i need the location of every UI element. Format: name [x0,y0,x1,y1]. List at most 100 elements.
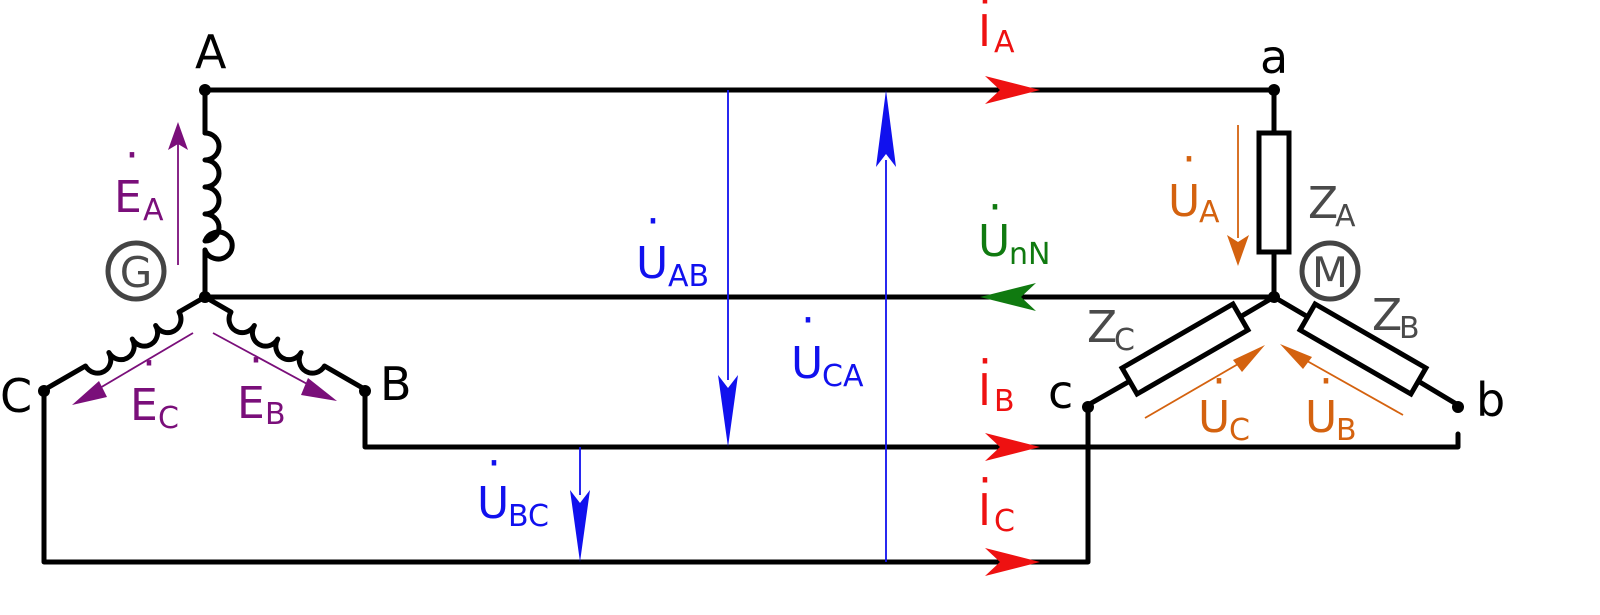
emf-label-a: · E A [114,130,164,228]
ubc-main: U [477,478,509,529]
load-b-lead-out [1415,378,1461,408]
generator-symbol-label: G [120,248,153,297]
junction-dot [199,291,211,303]
coil-b [202,294,368,392]
junction-dot [1082,401,1094,413]
zb-sub: B [1399,311,1420,346]
junction-dot [199,84,211,96]
uab-main: U [636,238,668,289]
emf-label-c: · E C [130,338,179,436]
impedance-label-c: Z C [1087,302,1135,358]
current-a-main: I [978,6,991,57]
node-label-c-lower: c [1048,365,1073,419]
line-voltage-label-bc: · U BC [477,438,549,534]
dot-accent: · [249,335,263,386]
uc-arrow-line [1144,359,1246,419]
load-b-lead-in [1271,294,1311,320]
phase-voltage-label-b: · U B [1305,356,1357,448]
current-a-arrow [985,76,1040,104]
za-main: Z [1308,178,1338,229]
node-label-b-upper: B [380,357,412,411]
uca-sub: CA [822,359,864,394]
junction-dot [1268,291,1280,303]
ubc-arrow-head [570,490,590,562]
impedance-a-box [1256,130,1292,255]
uc-sub: C [1229,413,1250,448]
junction-dots [38,84,1464,413]
zc-main: Z [1087,302,1117,353]
dot-accent: · [978,0,992,27]
dot-accent: · [487,438,501,489]
zb-main: Z [1372,290,1402,341]
current-arrows [985,76,1040,576]
impedance-label-a: Z A [1308,178,1356,234]
eb-arrow-head [301,378,337,401]
phase-voltage-arrows [1144,125,1404,419]
uca-arrow-head [876,90,896,167]
junction-dot [359,385,371,397]
node-label-c-upper: C [0,369,32,423]
emf-b-main: E [237,378,265,429]
emf-b-sub: B [265,397,286,432]
za-sub: A [1335,199,1356,234]
node-label-b-lower: b [1476,373,1505,427]
ec-arrow-head [72,381,107,405]
current-a-sub: A [994,25,1015,60]
ub-sub: B [1336,413,1357,448]
line-voltage-label-ab: · U AB [636,196,709,294]
impedance-c-box [1118,300,1252,398]
dot-accent: · [1212,356,1226,407]
ua-sub: A [1199,195,1220,230]
unn-sub: nN [1009,237,1050,272]
dot-accent: · [1319,356,1333,407]
junction-dot [1268,84,1280,96]
emf-arrows [72,122,337,405]
dot-accent: · [1182,134,1196,185]
line-c-wire [41,388,1091,565]
dot-accent: · [801,295,815,346]
line-voltage-arrows [570,90,896,562]
current-b-main: I [978,365,991,416]
junction-dot [38,385,50,397]
eb-arrow-line [212,332,323,393]
load-c-lead-in [1237,294,1277,320]
line-b-wire [362,388,1461,450]
zc-sub: C [1114,323,1135,358]
emf-a-main: E [114,172,142,223]
ec-arrow-line [87,332,194,396]
line-voltage-label-ca: · U CA [791,295,864,394]
generator-symbol-circle [105,240,167,302]
ub-arrow-head [1280,344,1312,369]
current-label-b: · I B [978,336,1015,419]
dot-accent: · [646,196,660,247]
ua-arrow-head [1227,235,1249,266]
emf-label-b: · E B [237,335,286,432]
phase-voltage-label-a: · U A [1168,134,1220,230]
current-c-arrow [985,548,1040,576]
impedance-label-b: Z B [1372,290,1420,346]
uc-arrow-head [1233,345,1265,372]
load-c-lead-out [1085,378,1133,408]
motor-symbol-label: M [1312,248,1348,297]
current-b-sub: B [994,384,1015,419]
current-c-sub: C [994,504,1015,539]
current-label-a: · I A [978,0,1015,60]
ub-arrow-line [1299,356,1404,416]
motor-symbol-circle [1299,240,1361,302]
current-b-arrow [985,433,1040,461]
phase-voltage-label-c: · U C [1198,356,1250,448]
dot-accent: · [988,182,1002,233]
dot-accent: · [978,336,992,387]
ub-main: U [1305,392,1337,443]
coil-c [42,294,208,392]
ua-main: U [1168,176,1200,227]
dot-accent: · [125,130,139,181]
coil-a [202,130,235,262]
node-label-a-upper: A [195,25,227,79]
impedance-b-box [1296,300,1430,398]
emf-c-sub: C [158,401,179,436]
uab-arrow-head [718,375,738,447]
junction-dot [1452,401,1464,413]
unn-main: U [978,216,1010,267]
